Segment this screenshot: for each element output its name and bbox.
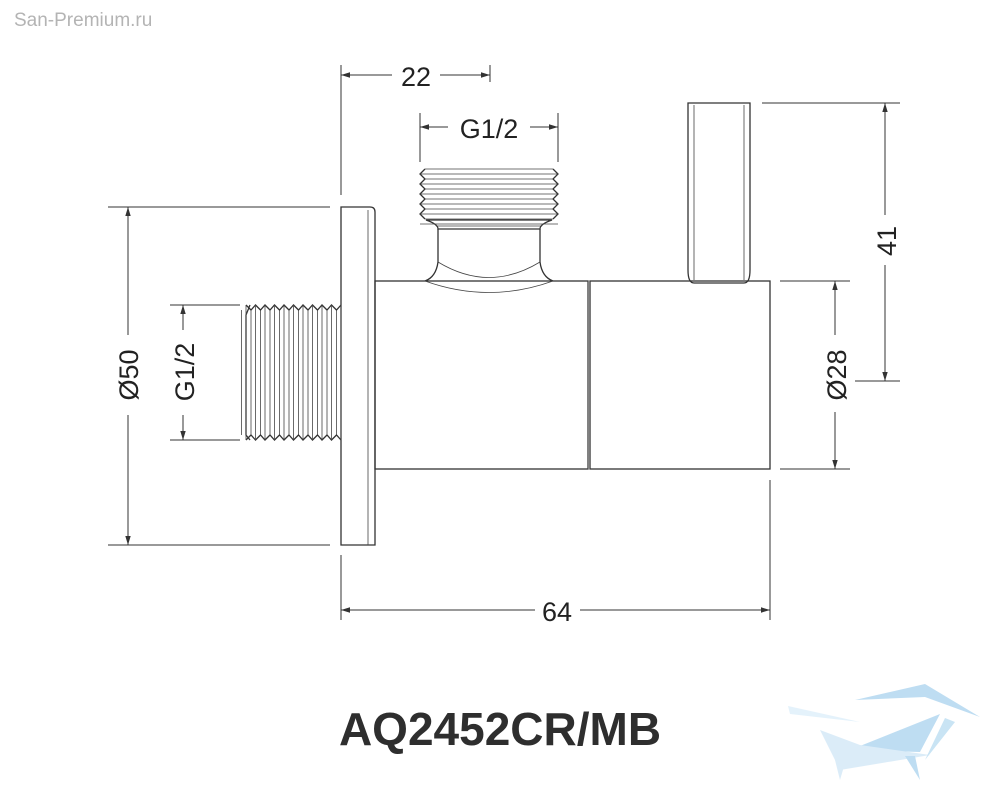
dimension-22: 22	[340, 62, 491, 195]
handle-lever	[687, 102, 751, 284]
dim-body-diameter-label: Ø28	[822, 349, 852, 400]
dimension-total-length: 64	[340, 480, 771, 627]
dimension-body-diameter: Ø28	[780, 280, 852, 470]
dimension-flange-diameter: Ø50	[108, 206, 330, 546]
dimension-side-thread: G1/2	[170, 304, 240, 441]
top-thread	[419, 168, 559, 225]
dim-flange-diameter-label: Ø50	[114, 349, 144, 400]
valve-body	[374, 280, 771, 470]
flange	[340, 206, 376, 546]
dimension-top-thread: G1/2	[419, 113, 559, 162]
dimension-handle-height: 41	[762, 102, 902, 382]
dim-22-label: 22	[401, 62, 431, 92]
product-code: AQ2452CR/MB	[338, 703, 662, 755]
bathtub-logo-icon	[788, 684, 980, 780]
dim-side-thread-label: G1/2	[170, 343, 200, 402]
dim-handle-height-label: 41	[872, 226, 902, 256]
dim-total-length-label: 64	[542, 597, 572, 627]
top-outlet	[424, 219, 554, 293]
dim-top-thread-label: G1/2	[460, 114, 519, 144]
site-watermark: San-Premium.ru	[14, 10, 153, 31]
side-thread	[241, 304, 342, 441]
